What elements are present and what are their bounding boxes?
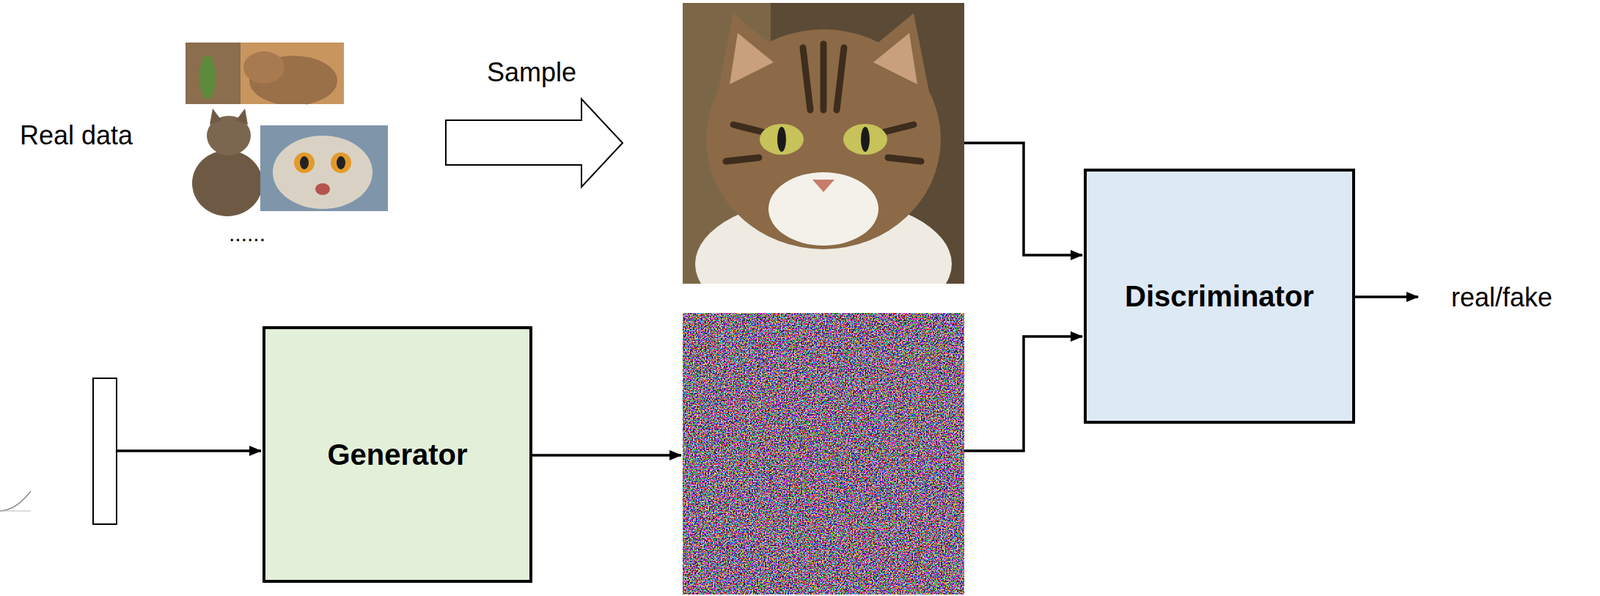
arrow xyxy=(964,142,1083,256)
box-title: Discriminator xyxy=(1124,280,1315,314)
cat-muzzle xyxy=(768,172,879,246)
arrow xyxy=(532,453,682,457)
sample-arrow xyxy=(445,98,623,187)
cat-pupil xyxy=(860,126,870,152)
arrow xyxy=(116,449,262,453)
cat-eye xyxy=(843,123,888,155)
cat-body xyxy=(192,150,263,217)
cat-head xyxy=(706,29,941,250)
cat-ear xyxy=(717,13,789,96)
photo-collage xyxy=(185,42,388,217)
cat-pupil xyxy=(777,126,787,152)
cat-head xyxy=(243,51,285,84)
ellipsis-mark: ...... xyxy=(228,221,266,246)
box-title: Generator xyxy=(327,438,468,472)
cat-ear xyxy=(858,13,930,96)
cat-ear-inner xyxy=(729,32,774,85)
cat-eye xyxy=(330,152,352,174)
cat-pupil xyxy=(336,156,346,170)
process-box: Discriminator xyxy=(1083,168,1356,424)
cat-eye xyxy=(759,123,804,155)
real-cat-image xyxy=(682,2,965,284)
cat-photo xyxy=(260,125,388,212)
cat-eye xyxy=(294,152,315,174)
output-label: real/fake xyxy=(1451,283,1553,313)
cat-nose xyxy=(812,179,835,193)
photo-background xyxy=(185,42,241,105)
cucumber xyxy=(199,54,216,99)
cat-mouth xyxy=(315,183,330,196)
cat-head xyxy=(272,135,373,209)
noise-image xyxy=(682,313,965,595)
cat-pupil xyxy=(299,156,309,170)
cat-ear-inner xyxy=(873,32,918,85)
distribution-curve xyxy=(0,491,31,512)
latent-vector xyxy=(93,378,117,525)
data-label: Real data xyxy=(19,120,133,151)
arrow xyxy=(1355,295,1419,299)
arrow xyxy=(964,336,1083,451)
cat-ear xyxy=(236,108,248,125)
cat-stripes xyxy=(725,43,921,162)
distribution-axis xyxy=(0,511,31,512)
cat-ear xyxy=(209,108,222,125)
process-box: Generator xyxy=(262,326,533,583)
step-label: Sample xyxy=(486,57,577,88)
